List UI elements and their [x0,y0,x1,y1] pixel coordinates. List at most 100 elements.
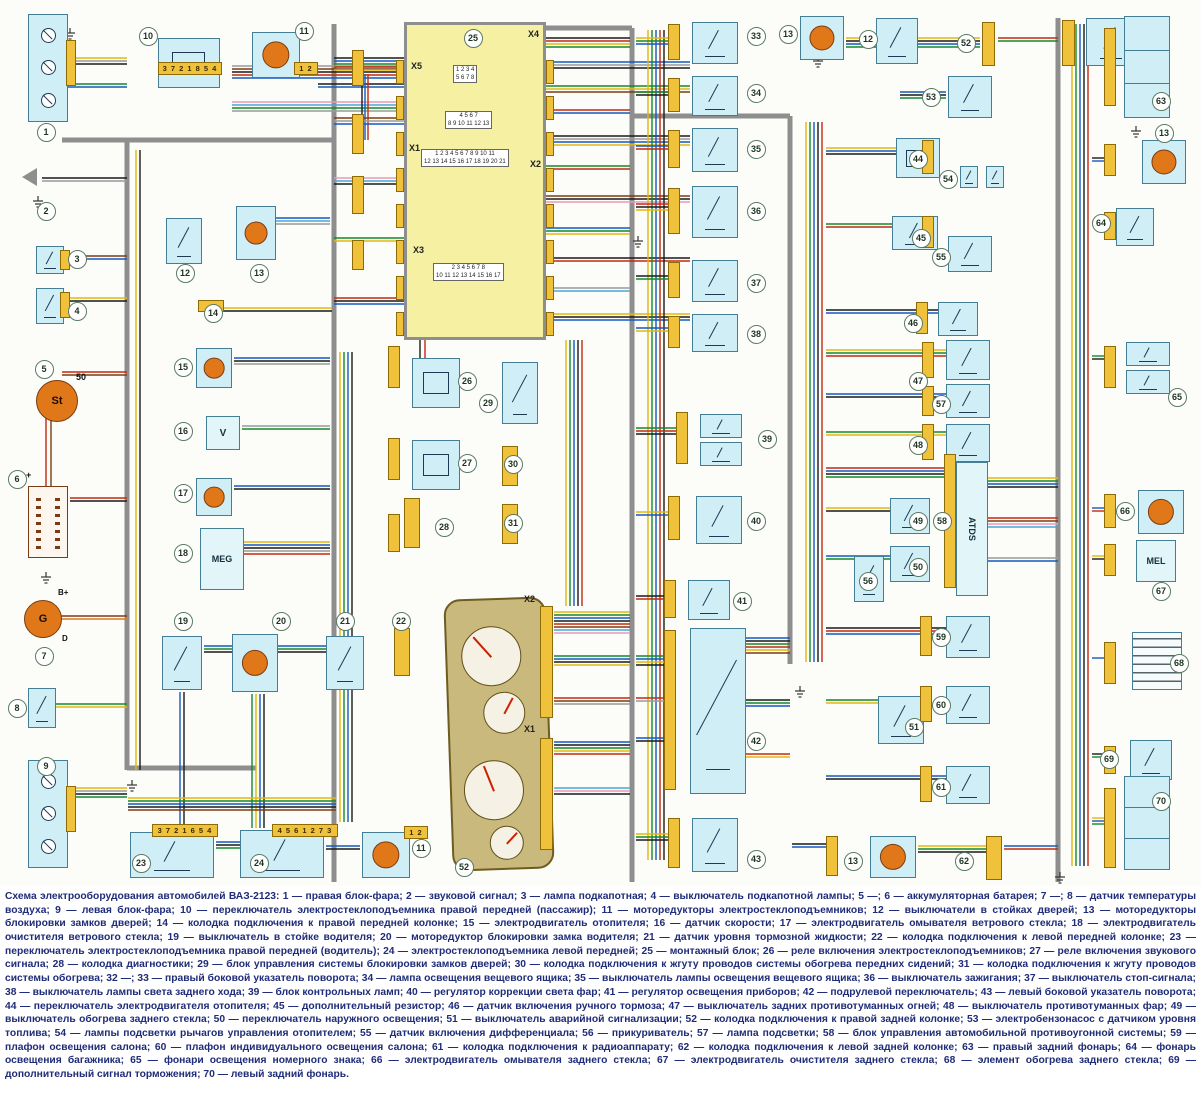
motor-box [236,206,276,260]
connector-strip [352,240,364,270]
component-callout: 37 [746,273,766,293]
connector-strip [546,96,554,120]
connector-strip [1062,20,1075,66]
motor-icon [203,357,225,379]
connector-strip [66,40,76,86]
connector-label-x4: X4 [527,29,539,39]
connector-strip [396,312,404,336]
connector-strip [1104,544,1116,576]
lamp-cluster-box [1124,776,1170,870]
motor-box [1138,490,1184,534]
wiring-layer [33,18,1141,884]
connector-strip-numbered: 1 2 [404,826,428,839]
switch-box [692,22,738,64]
connector-strip [396,60,404,84]
lamp-icon [40,60,56,76]
relay-box [412,358,460,408]
connector-strip [546,132,554,156]
component-callout: 63 [1151,91,1171,111]
connector-label-x2: X2 [529,159,541,169]
rear-wiper-motor-mel: MEL [1136,540,1176,582]
battery [28,486,68,558]
switch-box [946,766,990,804]
starter-pin50-label: 50 [76,372,87,382]
component-callout: 17 [173,483,193,503]
temp-gauge [489,825,525,861]
component-callout: 48 [908,435,928,455]
immobilizer-block-atds: ATDS [956,462,988,596]
component-callout: 29 [478,393,498,413]
motor-icon [241,649,269,677]
fuel-gauge [482,691,526,735]
generator-d-label: D [62,634,68,643]
switch-box [960,166,978,188]
switch-box [688,580,730,620]
instrument-cluster [443,596,555,872]
connector-strip [540,606,553,718]
connector-strip [1104,642,1116,684]
switch-box [692,76,738,116]
switch-box [946,340,990,380]
switch-box [1116,208,1154,246]
connector-strip [922,342,934,378]
connector-strip [668,78,680,112]
switch-box [946,686,990,724]
connector-label-x5: X5 [411,61,423,71]
connector-strip [982,22,995,66]
component-callout: 6 [7,469,27,489]
starter: St [36,380,78,422]
component-callout: 52 [454,857,474,877]
connector-strip-numbered: 1 2 [294,62,318,75]
cluster-connector-label-x1: X1 [524,724,536,734]
component-callout: 23 [131,853,151,873]
component-callout: 28 [434,517,454,537]
component-callout: 69 [1099,749,1119,769]
switch-box [946,384,990,418]
switch-box [162,636,202,690]
component-callout: 15 [173,357,193,377]
component-callout: 67 [1151,581,1171,601]
connector-strip [546,60,554,84]
gauge-needle [503,697,514,715]
component-callout: 5 [34,359,54,379]
connector-strip [826,836,838,876]
component-callout: 40 [746,511,766,531]
connector-strip-numbered: 3 7 2 1 6 5 4 [152,824,218,837]
connector-strip [668,316,680,348]
switch-box [36,246,64,274]
relay-box [412,440,460,490]
connector-strip [396,240,404,264]
speedometer-gauge [460,625,523,688]
motor-icon [244,221,268,245]
lamp-icon [40,27,56,43]
switch-box [692,186,738,238]
component-callout: 35 [746,139,766,159]
lamp-icon [40,773,56,789]
connector-strip [920,686,932,722]
motor-icon [262,41,290,69]
component-callout: 13 [249,263,269,283]
component-callout: 20 [271,611,291,631]
component-callout: 64 [1091,213,1111,233]
component-callout: 8 [7,698,27,718]
connector-strip [668,130,680,168]
component-callout: 70 [1151,791,1171,811]
component-callout: 4 [67,301,87,321]
component-callout: 11 [294,21,314,41]
motor-icon [879,843,907,871]
motor-box [196,478,232,516]
gauge-needle [483,766,495,792]
component-callout: 42 [746,731,766,751]
component-callout: 38 [746,324,766,344]
switch-box [690,628,746,794]
component-callout: 3 [67,249,87,269]
component-callout: 22 [391,611,411,631]
speed-sensor: V [206,416,240,450]
component-callout: 45 [911,228,931,248]
connector-strip [396,168,404,192]
component-callout: 55 [931,247,951,267]
